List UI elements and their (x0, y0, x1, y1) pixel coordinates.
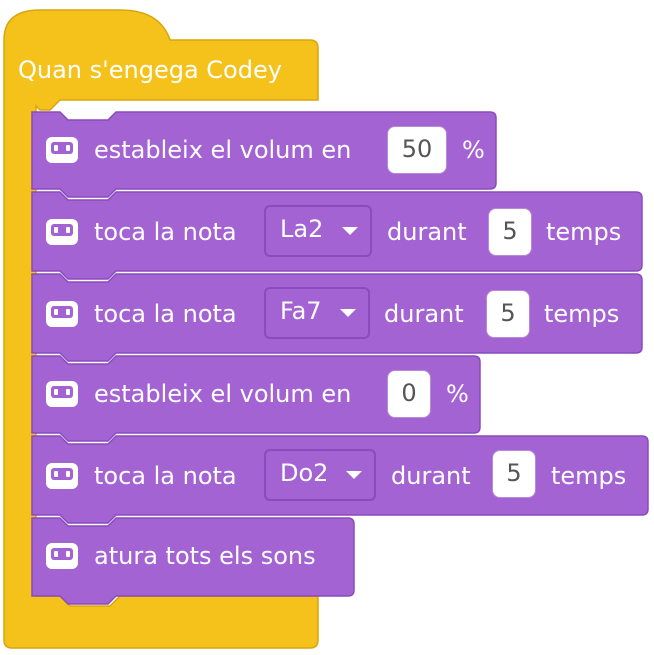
note-dropdown-1-value: La2 (280, 215, 324, 243)
block-shapes (31, 111, 649, 605)
block-2-mid: durant (387, 218, 467, 246)
block-6-prefix: atura tots els sons (94, 542, 316, 570)
block-5-prefix: toca la nota (94, 462, 237, 490)
block-3-mid: durant (384, 300, 464, 328)
block-6-shape[interactable] (31, 517, 355, 605)
note-dropdown-2-value: Fa7 (280, 297, 322, 325)
block-1-shape[interactable] (31, 111, 497, 198)
beats-input-1[interactable]: 5 (488, 208, 532, 256)
note-dropdown-3[interactable]: Do2 (264, 449, 376, 501)
note-dropdown-2[interactable]: Fa7 (264, 287, 370, 339)
note-dropdown-1[interactable]: La2 (264, 205, 372, 257)
codey-robot-icon (46, 219, 78, 245)
codey-robot-icon (46, 301, 78, 327)
beats-input-3[interactable]: 5 (492, 450, 536, 498)
beats-input-2[interactable]: 5 (486, 290, 530, 338)
block-5-mid: durant (391, 462, 471, 490)
codey-robot-icon (46, 463, 78, 489)
volume-input-2[interactable]: 0 (387, 370, 431, 418)
hat-block-label: Quan s'engega Codey (18, 56, 282, 84)
volume-input-1[interactable]: 50 (387, 126, 447, 174)
block-4-prefix: estableix el volum en (94, 380, 352, 408)
block-1-suffix: % (462, 136, 485, 164)
block-4-suffix: % (446, 380, 469, 408)
codey-robot-icon (46, 543, 78, 569)
block-3-suffix: temps (544, 300, 620, 328)
chevron-down-icon (342, 227, 358, 235)
codey-robot-icon (46, 137, 78, 163)
codey-robot-icon (46, 381, 78, 407)
note-dropdown-3-value: Do2 (280, 459, 329, 487)
chevron-down-icon (340, 309, 356, 317)
block-3-prefix: toca la nota (94, 300, 237, 328)
block-2-suffix: temps (546, 218, 622, 246)
chevron-down-icon (346, 471, 362, 479)
block-1-prefix: estableix el volum en (94, 136, 352, 164)
block-5-suffix: temps (551, 462, 627, 490)
block-2-prefix: toca la nota (94, 218, 237, 246)
block-4-shape[interactable] (31, 355, 481, 442)
